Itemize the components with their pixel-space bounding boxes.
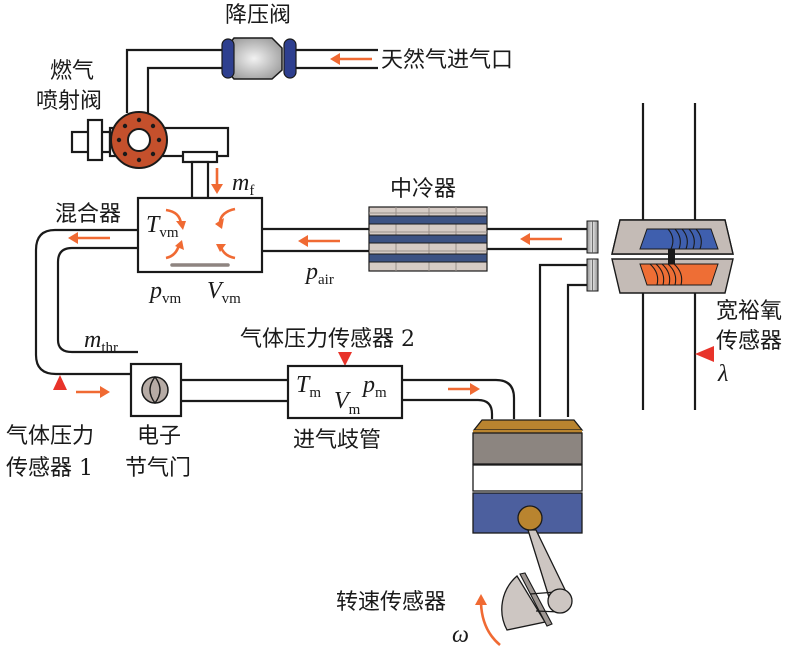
pressure-sensor-1-marker: [53, 375, 67, 390]
throttle-to-manifold-pipe: [181, 378, 288, 403]
boost-pressure-symbol: pair: [304, 259, 334, 288]
pressure-sensor-1-label-line2: 传感器 1: [6, 456, 93, 481]
throttle-label-line1: 电子: [137, 424, 181, 449]
mixer-temperature-symbol: Tvm: [146, 212, 179, 241]
fuel-mass-flow-symbol: mf: [232, 170, 254, 199]
intake-flow-arrow: [448, 383, 480, 395]
turbo-flanges: [586, 220, 599, 292]
natural-gas-inlet-label: 天然气进气口: [381, 48, 513, 73]
pressure-sensor-2-marker: [338, 352, 352, 366]
mixer-outlet-flow-arrow: [68, 232, 110, 244]
exhaust-to-turbine-pipe: [538, 263, 590, 417]
gas-injector-label-line2: 喷射阀: [36, 89, 102, 114]
speed-sensor-label: 转速传感器: [336, 590, 446, 615]
mixer-label: 混合器: [55, 202, 121, 227]
throttle-mass-flow-symbol: mthr: [84, 327, 118, 356]
exhaust-stack-pipes: [641, 103, 697, 410]
intercooler: [368, 206, 488, 272]
intake-manifold-label: 进气歧管: [293, 428, 381, 453]
intercooler-to-mixer-pipe: [262, 227, 369, 253]
turbocharger: [611, 219, 734, 294]
throttle-inlet-flow-arrow: [76, 386, 110, 398]
manifold-to-engine-pipe: [402, 378, 516, 419]
lambda-symbol: λ: [717, 361, 728, 387]
mixer-to-throttle-pipe: [34, 228, 138, 376]
gas-inlet-flow-arrow: [330, 53, 372, 65]
pressure-sensor-1-label-line1: 气体压力: [6, 424, 94, 449]
charge-air-flow-arrow: [298, 235, 340, 247]
gas-injector-label-line1: 燃气: [50, 59, 94, 84]
compressor-outlet-flow-arrow: [520, 233, 562, 245]
wideband-o2-sensor-label-line1: 宽裕氧: [716, 299, 782, 324]
gas-supply-pipe: [125, 48, 378, 113]
mixer-volume-symbol: Vvm: [207, 278, 241, 307]
rotation-arrow: [475, 594, 501, 646]
omega-symbol: ω: [452, 622, 469, 648]
manifold-temperature-symbol: Tm: [296, 372, 321, 401]
wideband-o2-sensor-label-line2: 传感器: [716, 329, 782, 354]
fuel-flow-arrow: [211, 168, 223, 194]
manifold-pressure-symbol: pm: [361, 372, 387, 401]
mixer-swirl-arrows: [165, 207, 236, 267]
pressure-reducing-valve-label: 降压阀: [225, 3, 291, 28]
gas-injector-valve: [70, 111, 230, 200]
electronic-throttle: [129, 362, 183, 418]
throttle-label-line2: 节气门: [125, 456, 191, 481]
intercooler-label: 中冷器: [390, 177, 456, 202]
wideband-o2-sensor-marker: [695, 346, 714, 362]
manifold-volume-symbol: Vm: [334, 388, 361, 418]
pressure-reducing-valve: [221, 37, 297, 80]
engine-cylinder: [472, 419, 584, 534]
mixer-box: [136, 196, 264, 274]
crankshaft-assembly: [501, 505, 573, 631]
mixer-pressure-symbol: pvm: [148, 278, 182, 307]
pressure-sensor-2-label: 气体压力传感器 2: [240, 327, 415, 352]
intake-manifold-box: [286, 364, 404, 420]
compressor-to-intercooler-pipe: [487, 227, 590, 251]
